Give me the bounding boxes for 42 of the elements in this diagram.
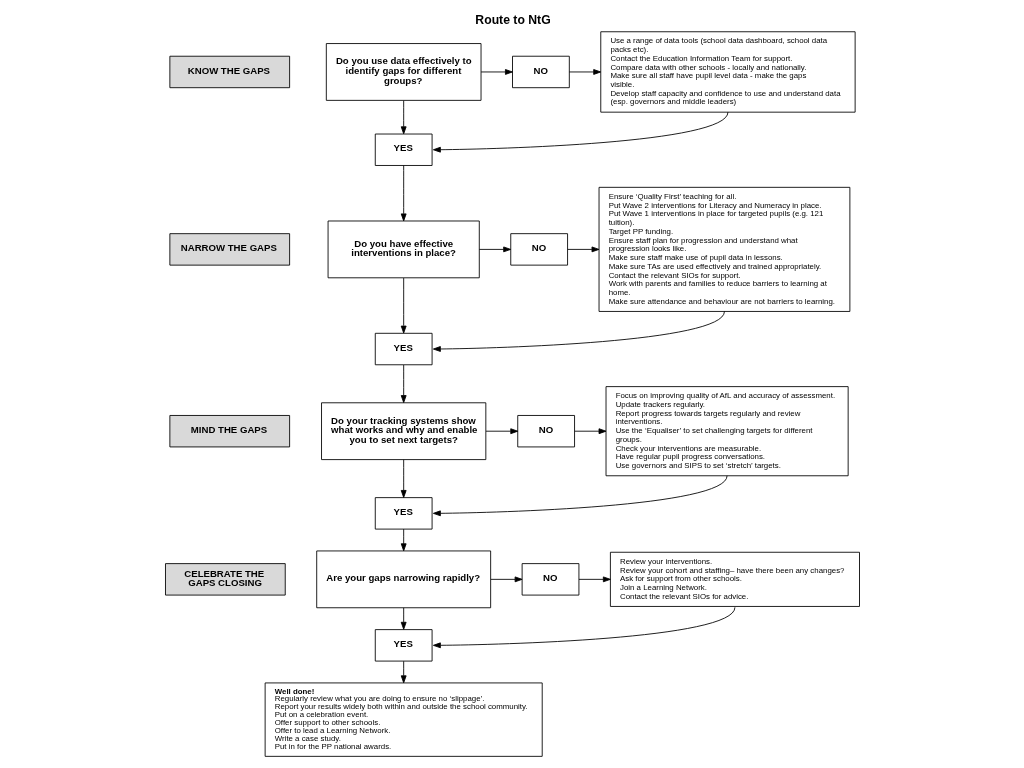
arrow xyxy=(432,111,728,153)
node-box: NO xyxy=(511,55,570,89)
arrow xyxy=(400,165,407,222)
arrow xyxy=(568,69,601,75)
arrow xyxy=(432,475,727,517)
node-box: YES xyxy=(374,629,433,662)
arrow xyxy=(432,606,735,649)
node-box: Focus on improving quality of AfL and accuracy of assessment. Update trackers regularly. Report progress towards targets regularly and review interventions. Use the ‘Equaliser’ to set challenging targets for different groups. Check your interventions are measurable. Have regular pupil progress conversations. Use governors and SIPS to set ‘stretch’ targets. xyxy=(605,386,849,477)
node-box: Do your tracking systems show what works and why and enable you to set next targets? xyxy=(320,402,486,461)
node-box: MIND THE GAPS xyxy=(168,415,290,448)
node-box: NO xyxy=(521,563,579,596)
node-box: YES xyxy=(374,133,433,166)
node-box: Do you use data effectively to identify gaps for different groups? xyxy=(325,43,481,101)
arrow xyxy=(432,311,725,352)
node-box: Do you have effective interventions in place? xyxy=(327,220,480,279)
node-box: YES xyxy=(374,497,433,530)
node-box: NARROW THE GAPS xyxy=(168,233,290,266)
arrow xyxy=(485,428,518,435)
arrow xyxy=(400,364,407,403)
node-box: YES xyxy=(374,332,433,366)
arrow xyxy=(573,428,606,435)
arrow xyxy=(400,528,407,552)
arrow xyxy=(566,246,599,253)
arrow xyxy=(400,100,407,135)
node-box: NO xyxy=(516,415,575,448)
diagram-title: Route to NtG xyxy=(474,13,551,28)
arrow xyxy=(478,246,511,253)
arrow xyxy=(480,69,513,75)
node-box: Ensure ‘Quality First’ teaching for all. Put Wave 2 interventions for Literacy and Numeracy in place. Put Wave 1 interventions in place for targeted pupils (e.g. 121 tuition). Target PP funding. Ensure staff plan for progression and understand what progression looks like. Make sure staff make use of pupil data in lessons. Make sure TAs are used effectively and trained appropriately. Contact the relevant SIOs for support. Work with parents and families to reduce barriers to learning at home. Make sure attendance and behaviour are not barriers to learning. xyxy=(598,186,850,312)
node-box: CELEBRATE THE GAPS CLOSING xyxy=(164,563,286,596)
arrow xyxy=(400,277,407,334)
node-box: Are your gaps narrowing rapidly? xyxy=(315,550,491,609)
arrow xyxy=(578,576,611,583)
node-box: Well done! Regularly review what you are doing to ensure no ‘slippage’. Report your results widely both within and outside the school community. Put on a celebration event. Offer support to other schools. Offer to lead a Learning Network. Write a case study. Put in for the PP national awards. xyxy=(264,682,543,757)
arrow xyxy=(400,607,407,630)
arrow xyxy=(400,459,407,498)
arrow xyxy=(489,576,523,583)
node-box: NO xyxy=(509,233,568,266)
node-box: Use a range of data tools (school data dashboard, school data packs etc). Contact the Education Information Team for support. Compare data with other schools - locally and nationally. Make sure all staff have pupil level data - make the gaps visible. Develop staff capacity and confidence to use and understand data (esp. governors and middle leaders) xyxy=(599,31,856,113)
arrow xyxy=(400,660,407,684)
node-box: Review your interventions. Review your cohort and staffing– have there been any changes? Ask for support from other schools. Join a Learning Network. Contact the relevant SIOs for advice. xyxy=(609,551,860,607)
node-box: KNOW THE GAPS xyxy=(168,55,290,89)
